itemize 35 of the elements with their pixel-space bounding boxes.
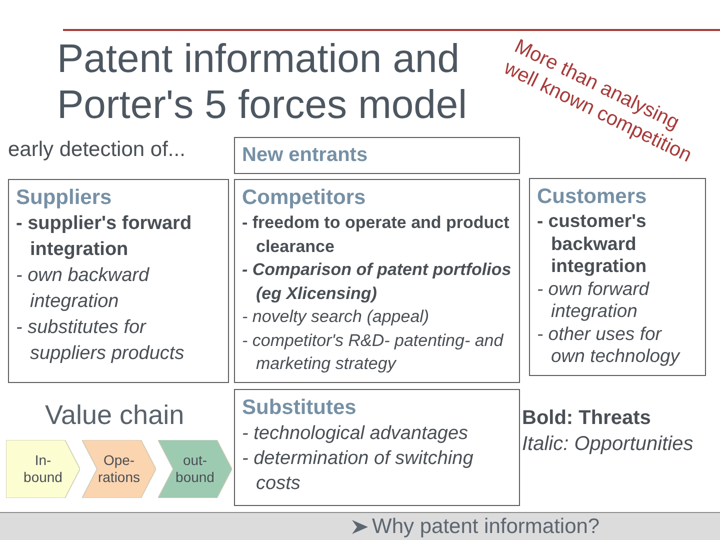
content-box	[529, 178, 706, 376]
box-heading: New entrants	[242, 143, 369, 168]
box-heading: Substitutes	[242, 395, 358, 421]
slide-title: Patent information and Porter's 5 forces model	[57, 36, 468, 128]
intro-text: early detection of...	[8, 138, 186, 162]
step-label: out-bound	[174, 452, 216, 486]
chevron-step	[6, 440, 80, 498]
step-label: In-bound	[22, 452, 64, 486]
section-heading: Value chain	[45, 400, 184, 431]
step-label: Ope-rations	[97, 452, 141, 486]
bullet-item: - other uses for own technology	[537, 322, 682, 368]
box-heading: Suppliers	[16, 185, 113, 211]
content-box	[8, 179, 229, 383]
bullet-item: - novelty search (appeal)	[242, 306, 430, 328]
footer-text: Why patent information?	[372, 514, 600, 538]
bullet-item: - customer's backward integration	[537, 210, 648, 278]
content-box	[234, 179, 520, 383]
bullet-item: - determination of switching costs	[242, 447, 474, 496]
bullet-item: - supplier's forward integration	[16, 212, 193, 262]
legend-text: Bold: Threats	[522, 407, 651, 430]
bullet-item: - competitor's R&D- patenting- and marketing strategy	[242, 330, 505, 375]
chevron-step	[158, 440, 232, 498]
chevron-step	[82, 440, 156, 498]
bullet-item: - own forward integration	[537, 278, 650, 322]
footer-bar	[0, 512, 720, 540]
legend-text: Italic: Opportunities	[522, 433, 694, 456]
bullet-item: - own backward integration	[16, 264, 150, 314]
bullet-item: - freedom to operate and product clearance	[242, 212, 510, 258]
box-heading: Competitors	[242, 185, 367, 211]
bullet-item: - Comparison of patent portfolios (eg Xlicensing)	[242, 259, 512, 304]
box-heading: Customers	[537, 184, 648, 210]
content-box	[234, 137, 520, 174]
bullet-item: - substitutes for suppliers products	[16, 316, 186, 366]
bullet-item: - technological advantages	[242, 422, 470, 446]
content-box	[234, 389, 520, 506]
